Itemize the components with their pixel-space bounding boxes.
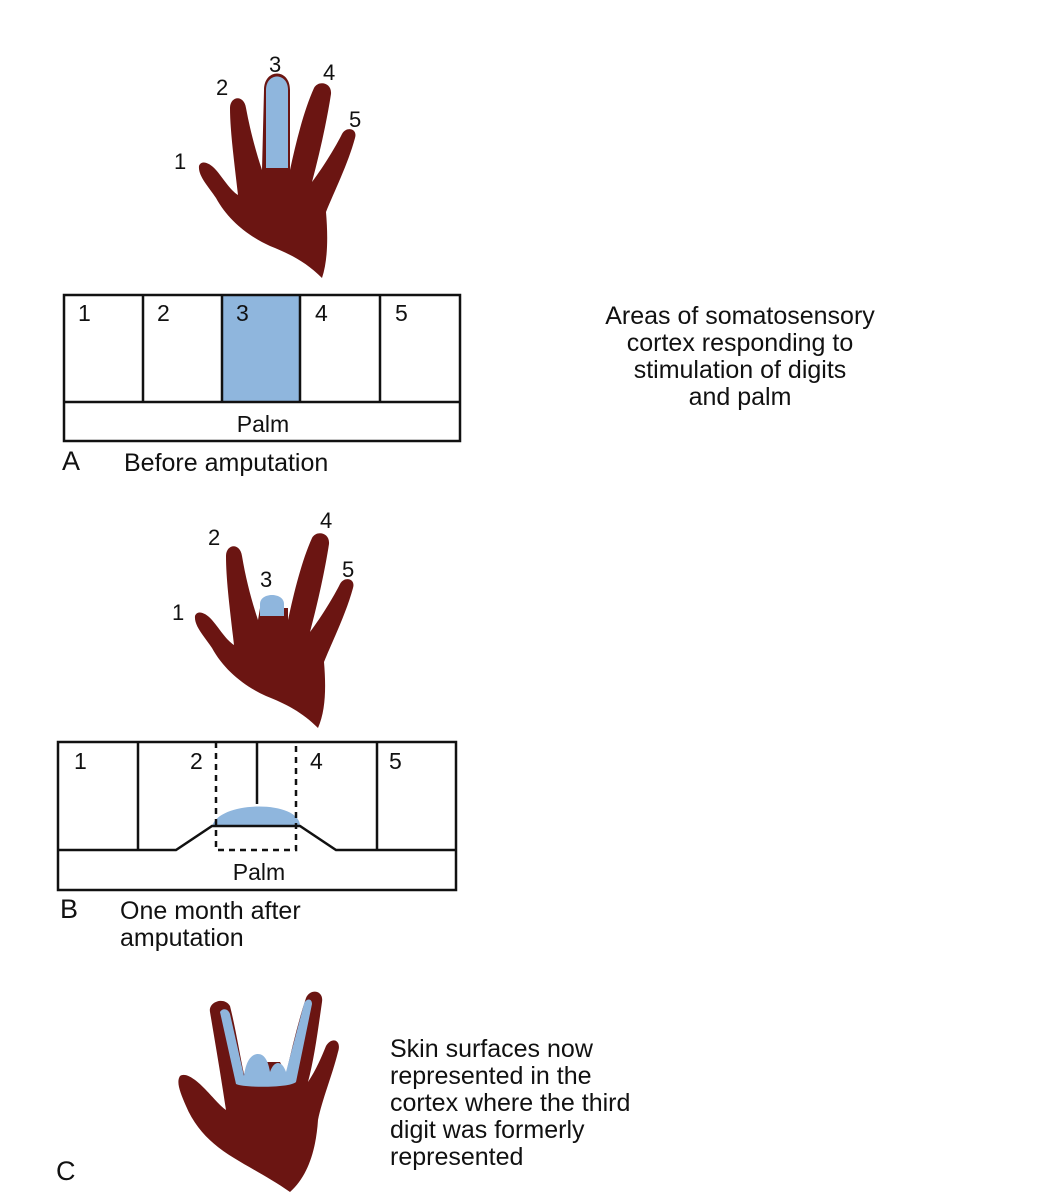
hand-a-silhouette	[198, 73, 356, 278]
hand-a-digit-3-label: 3	[269, 52, 281, 77]
hand-b-digit-5-label: 5	[342, 557, 354, 582]
cortex-b-label-4: 4	[310, 748, 323, 774]
cortex-b-palm-boundary	[58, 824, 456, 852]
cortex-b-digit-3-expanded-area	[212, 806, 300, 826]
hand-a-digit-1-label: 1	[174, 149, 186, 174]
cortex-a-label-3: 3	[236, 300, 249, 326]
cortex-a-label-2: 2	[157, 300, 170, 326]
hand-a-digit-5-label: 5	[349, 107, 361, 132]
cortex-b-label-2: 2	[190, 748, 203, 774]
skin-surfaces-note-line-4: digit was formerly	[390, 1116, 585, 1144]
hand-b-digit-1-label: 1	[172, 600, 184, 625]
skin-surfaces-note-line-5: represented	[390, 1143, 524, 1171]
skin-surfaces-note: Skin surfaces now represented in the cor…	[390, 1036, 810, 1171]
hand-b-digit-2-label: 2	[208, 525, 220, 550]
hand-b-digit-3-label: 3	[260, 567, 272, 592]
cortex-areas-note-line-4: and palm	[688, 383, 792, 411]
cortex-b-palm-label: Palm	[233, 859, 285, 885]
cortex-areas-note-line-1: Areas of somatosensory	[605, 302, 875, 330]
panel-a-letter: A	[62, 446, 81, 476]
cortex-a-palm-label: Palm	[237, 411, 289, 437]
hand-before-amputation: 1 2 3 4 5	[174, 52, 361, 278]
cortex-map-before: 1 2 3 4 5 Palm	[62, 293, 462, 443]
hand-c-silhouette	[178, 991, 339, 1192]
hand-a-digit-4-label: 4	[323, 60, 335, 85]
cortex-a-label-1: 1	[78, 300, 91, 326]
panel-b-letter: B	[60, 894, 79, 924]
hand-b-digit-4-label: 4	[320, 508, 332, 533]
cortex-areas-note-line-2: cortex responding to	[626, 329, 854, 357]
hand-remapped-surfaces	[178, 991, 339, 1192]
hand-b-silhouette	[194, 533, 354, 728]
cortex-b-label-1: 1	[74, 748, 87, 774]
cortex-a-label-4: 4	[315, 300, 328, 326]
cortex-a-label-5: 5	[395, 300, 408, 326]
cortex-a-digit-3-area	[222, 296, 300, 402]
digit-3-highlight	[266, 76, 288, 168]
panel-c-letter: C	[56, 1156, 76, 1186]
skin-surfaces-note-line-2: represented in the	[390, 1062, 592, 1090]
cortex-areas-note-line-3: stimulation of digits	[633, 356, 847, 384]
remapped-skin-highlight	[220, 999, 312, 1087]
cortex-a-outline	[62, 293, 462, 443]
cortex-map-after: 1 2 4 5 Palm	[56, 740, 458, 892]
cortex-b-label-5: 5	[389, 748, 402, 774]
panel-b-caption-line2: amputation	[120, 924, 244, 952]
skin-surfaces-note-line-1: Skin surfaces now	[390, 1035, 593, 1063]
skin-surfaces-note-line-3: cortex where the third	[390, 1089, 631, 1117]
cortex-areas-note: Areas of somatosensory cortex responding…	[530, 303, 950, 411]
digit-3-stump-highlight	[260, 595, 284, 616]
cortex-b-former-digit-3-dashed	[214, 742, 298, 852]
hand-a-digit-2-label: 2	[216, 75, 228, 100]
panel-a-caption: Before amputation	[124, 449, 329, 477]
hand-after-amputation: 1 2 3 4 5	[172, 508, 354, 728]
panel-b-caption-line1: One month after	[120, 897, 301, 925]
